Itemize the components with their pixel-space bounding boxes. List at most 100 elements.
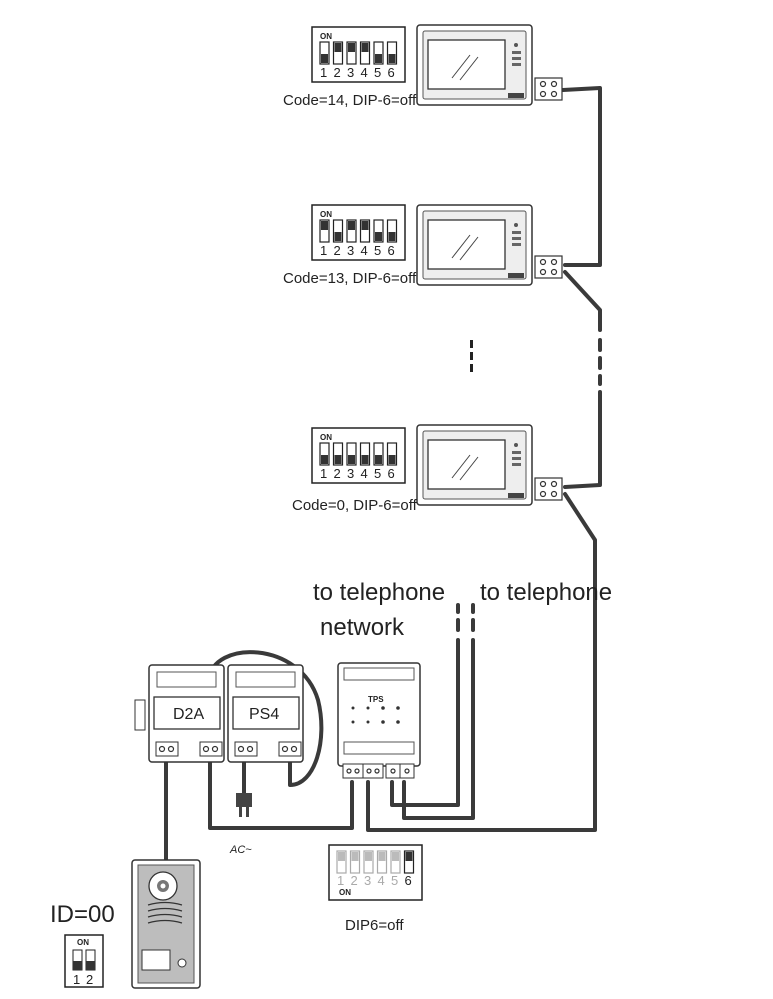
- dip-number: 3: [347, 466, 354, 481]
- dip-number: 6: [405, 873, 412, 888]
- dip-number: 1: [73, 972, 80, 987]
- dip-switch: [386, 219, 398, 243]
- wire-telephone-dashes: [456, 603, 475, 632]
- telephone-label-left-network: network: [320, 614, 405, 641]
- dip-switch: [336, 850, 347, 874]
- dip-number: 2: [86, 972, 93, 987]
- dip-number: 2: [334, 243, 341, 258]
- dip-number: 5: [374, 243, 381, 258]
- dip-switch: [332, 442, 344, 466]
- monitor-terminal: [534, 255, 563, 279]
- call-button-icon: [177, 958, 187, 968]
- monitor-screen: [427, 439, 506, 490]
- power-plug: [236, 793, 252, 817]
- dip-switch: [403, 850, 415, 874]
- monitor-terminal: [534, 77, 563, 101]
- dip-switch: [319, 219, 330, 243]
- dip-number: 3: [347, 65, 354, 80]
- dip-number: 5: [374, 466, 381, 481]
- dip-on-label: ON: [320, 210, 332, 219]
- telephone-label-left: to telephone: [313, 579, 445, 606]
- dip-switch: [390, 850, 401, 874]
- monitor-screen: [427, 219, 506, 270]
- d2a-label: D2A: [173, 706, 204, 723]
- monitor-unit-2: [416, 204, 563, 286]
- dip-number: 6: [388, 243, 395, 258]
- dip-on-label: ON: [320, 32, 332, 41]
- dip-number: 1: [320, 243, 327, 258]
- dip-number: 3: [347, 243, 354, 258]
- dip-switch: [359, 219, 371, 243]
- dip-number: 4: [361, 466, 368, 481]
- dip-number: 5: [374, 65, 381, 80]
- door-station-id-label: ID=00: [50, 901, 115, 928]
- monitor-code-label-2: Code=13, DIP-6=off: [283, 270, 417, 287]
- dip-switch: [346, 41, 357, 65]
- dip-switch: [319, 41, 330, 65]
- tps-label: TPS: [368, 695, 384, 704]
- door-station-dip-switch: ON 1 2: [64, 934, 104, 988]
- dip-number: 4: [361, 65, 368, 80]
- continuation-dots: [470, 340, 473, 372]
- dip-switch: [332, 219, 344, 243]
- dip-switch: [359, 41, 371, 65]
- tps-dip-caption: DIP6=off: [345, 917, 404, 934]
- dip-number: 1: [320, 65, 327, 80]
- monitor-terminal: [534, 477, 563, 501]
- door-station: [131, 859, 201, 989]
- wire-ps4-d2a: [207, 650, 324, 787]
- dip-number: 1: [337, 873, 344, 888]
- dip-number: 6: [388, 466, 395, 481]
- wire-telephone-2: [402, 638, 475, 820]
- dip-number: 1: [320, 466, 327, 481]
- dip-switch: [376, 850, 388, 874]
- ps4-label: PS4: [249, 706, 279, 723]
- dip-switch: [349, 850, 361, 874]
- monitor-unit-1: [416, 24, 563, 106]
- ps4-module: PS4: [227, 664, 304, 763]
- dip-number: 5: [391, 873, 398, 888]
- ac-label: AC~: [229, 844, 252, 856]
- wire-bus-to-tps: [366, 492, 597, 832]
- dip-switch: [346, 219, 357, 243]
- wire-monitor2-down: [563, 270, 602, 332]
- dip-switch: [332, 41, 344, 65]
- name-plate: [141, 949, 171, 971]
- dip-number: 4: [361, 243, 368, 258]
- dip-switch: [319, 442, 330, 466]
- dip-on-label: ON: [339, 888, 351, 897]
- dip-on-label: ON: [77, 938, 89, 947]
- wire-to-monitor3: [563, 390, 602, 489]
- dip-switch: [359, 442, 371, 466]
- monitor-screen: [427, 39, 506, 90]
- wire-monitor1-monitor2: [561, 86, 602, 267]
- dip-switch: [386, 442, 398, 466]
- dip-number: 2: [334, 65, 341, 80]
- dip-switch: [363, 850, 374, 874]
- dip-number: 2: [351, 873, 358, 888]
- monitor-unit-3: [416, 424, 563, 506]
- dip-switch: [373, 219, 384, 243]
- bus-wires: [164, 86, 602, 862]
- dip-on-label: ON: [320, 433, 332, 442]
- dip-switch: [373, 442, 384, 466]
- dip-number: 6: [388, 65, 395, 80]
- dip-switch: [386, 41, 398, 65]
- d2a-module: D2A: [134, 664, 225, 763]
- dip-switch: [346, 442, 357, 466]
- monitor-code-label-3: Code=0, DIP-6=off: [292, 497, 418, 514]
- tps-module: TPS: [337, 662, 421, 779]
- wire-tps-to-d2a: [208, 760, 354, 830]
- dip-number: 3: [364, 873, 371, 888]
- dip-switch: [373, 41, 384, 65]
- dip-number: 2: [334, 466, 341, 481]
- dip-number: 4: [378, 873, 385, 888]
- wire-telephone-1: [390, 638, 460, 807]
- monitor-code-label-1: Code=14, DIP-6=off: [283, 92, 417, 109]
- telephone-label-right: to telephone: [480, 579, 612, 606]
